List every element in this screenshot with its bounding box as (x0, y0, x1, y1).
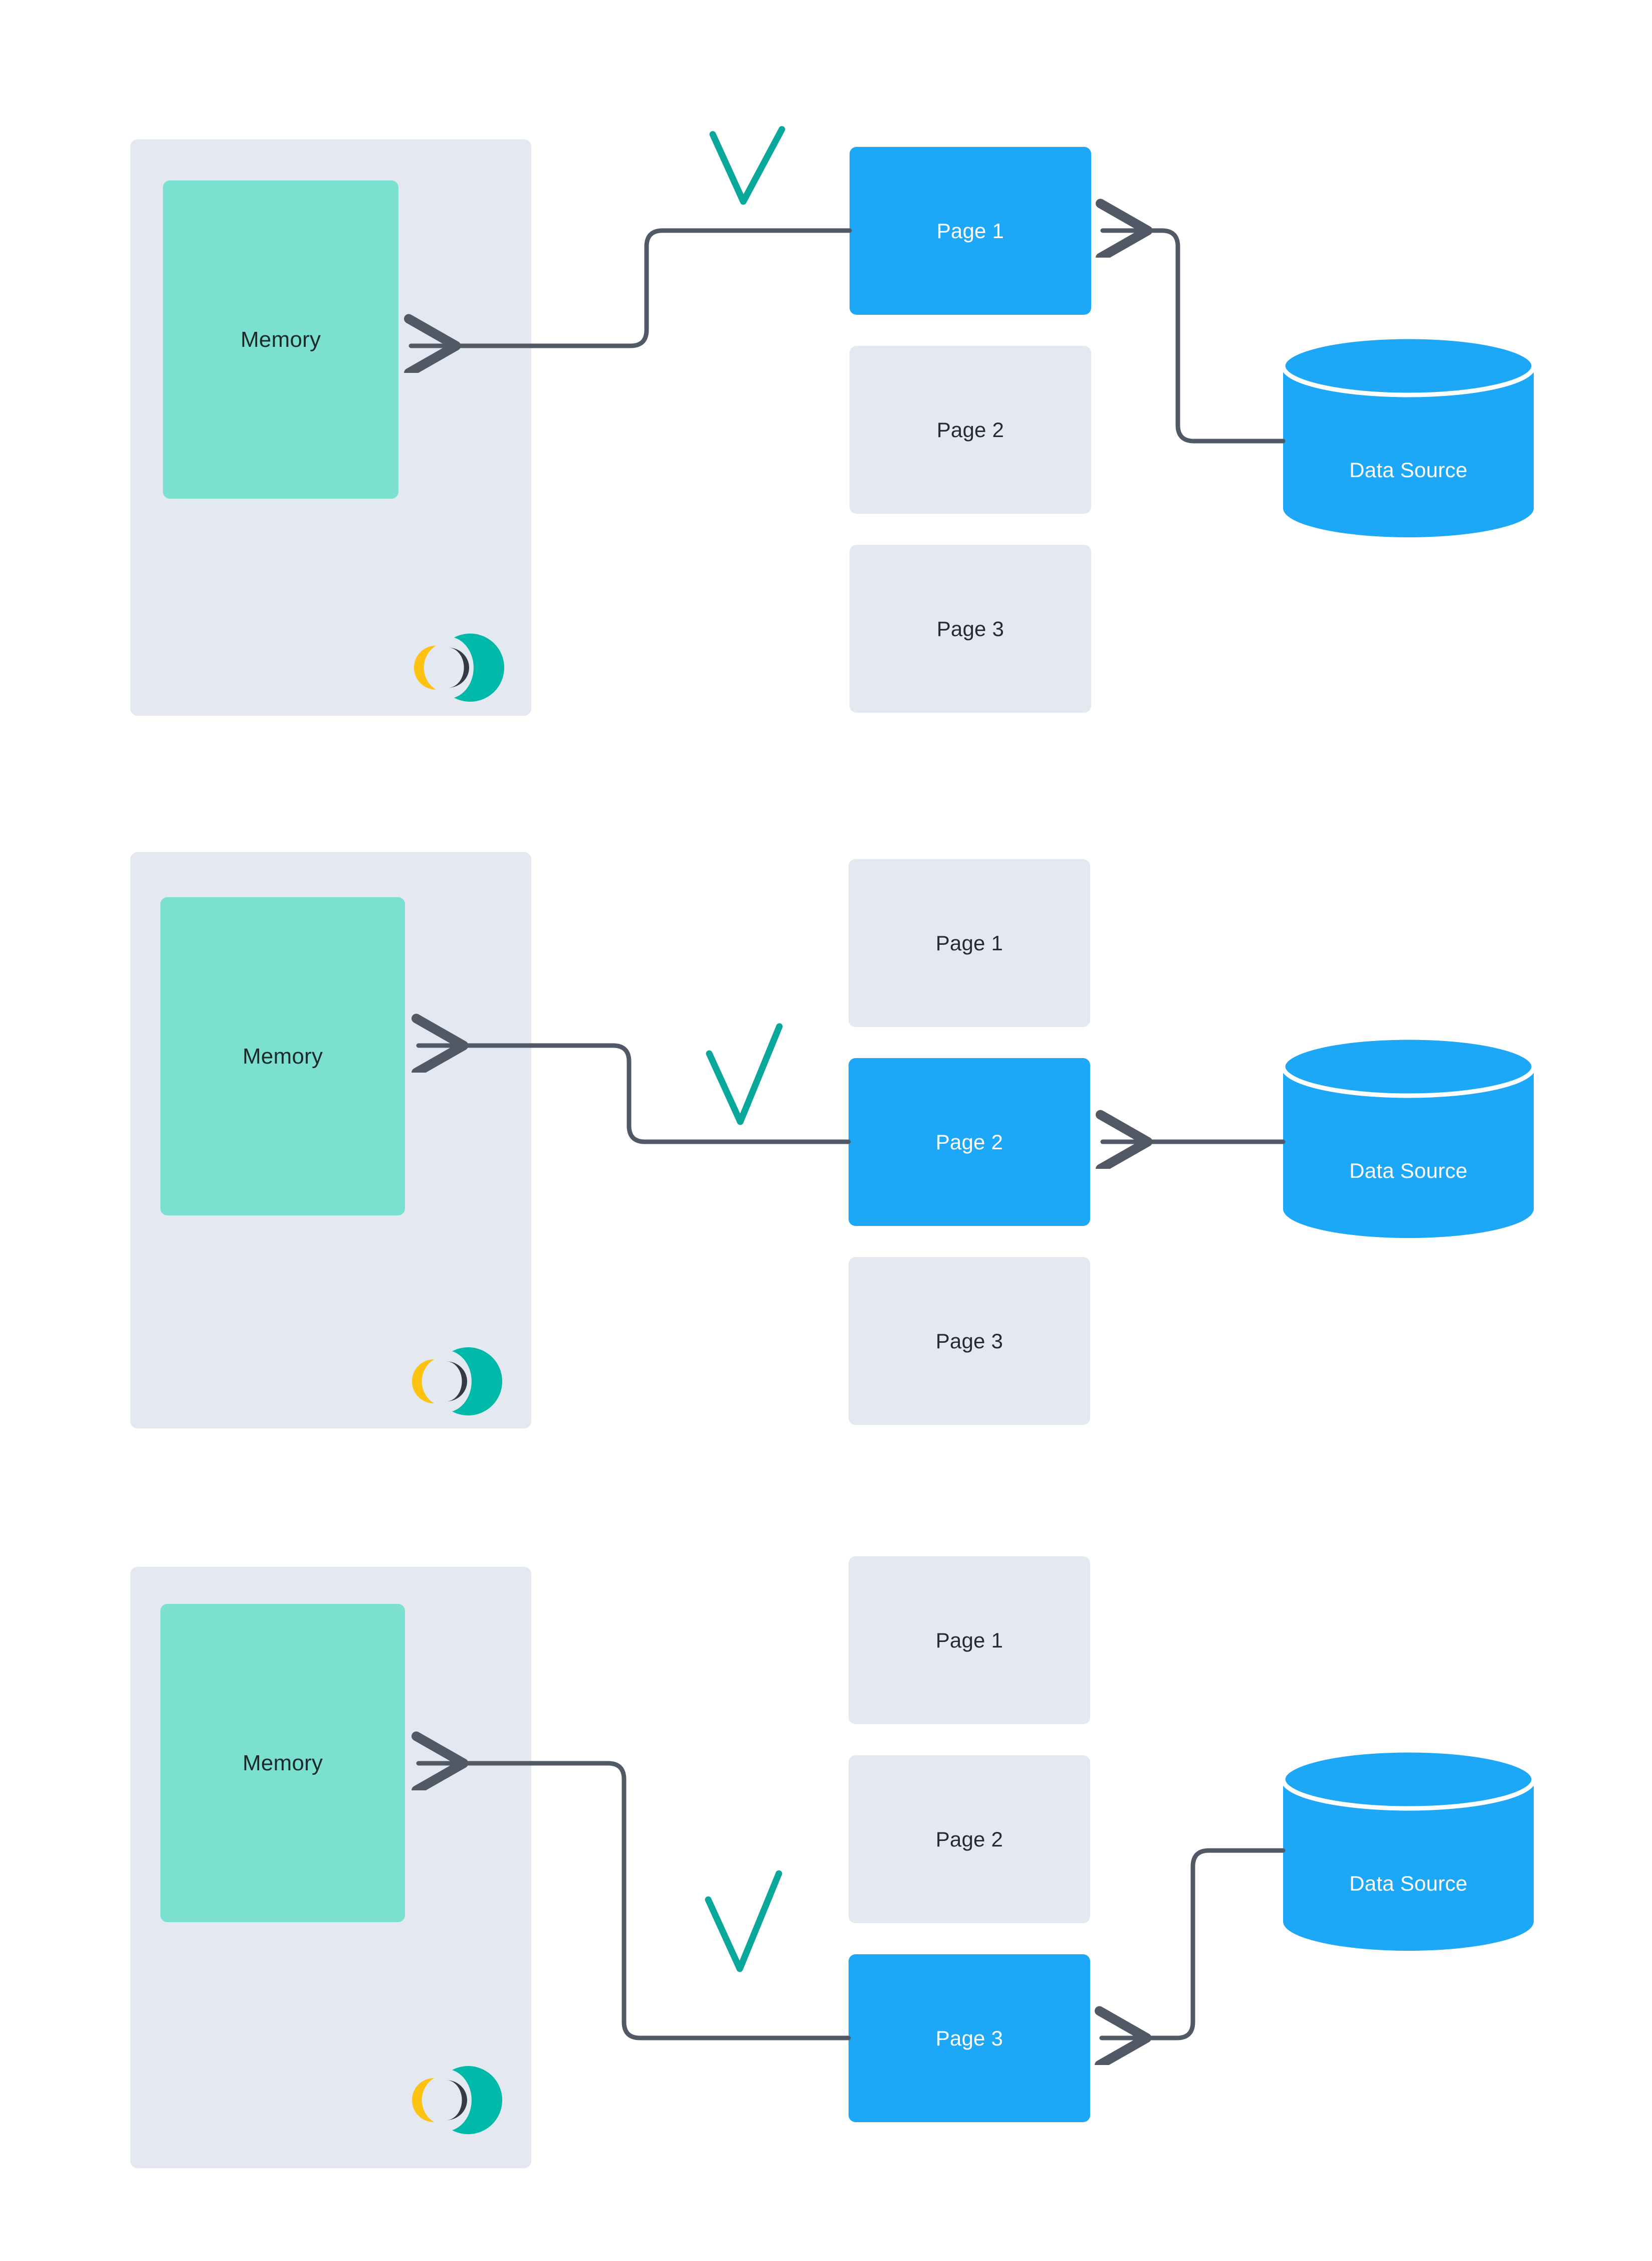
data-source-label-3: Data Source (1349, 1872, 1468, 1895)
data-source-label-2: Data Source (1349, 1159, 1468, 1182)
connector-source-to-page-3 (1102, 1848, 1286, 2038)
page-box-3-3[interactable]: Page 3 (849, 1954, 1090, 2122)
page-box-3-1[interactable]: Page 1 (849, 1556, 1090, 1724)
data-source-2[interactable]: Data Source (1281, 1035, 1536, 1238)
page-box-2-3[interactable]: Page 3 (849, 1257, 1090, 1425)
page-box-2-2[interactable]: Page 2 (849, 1058, 1090, 1226)
page-box-1-1[interactable]: Page 1 (850, 147, 1091, 315)
check-mark-3 (705, 1870, 782, 1972)
page-label-2-1: Page 1 (935, 931, 1003, 955)
page-label-3-3: Page 3 (935, 2026, 1003, 2050)
cylinder-top-3 (1281, 1748, 1536, 1811)
page-label-2-3: Page 3 (935, 1329, 1003, 1353)
data-source-1[interactable]: Data Source (1281, 334, 1536, 537)
memory-box-3[interactable]: Memory (160, 1604, 405, 1922)
page-label-2-2: Page 2 (935, 1130, 1003, 1154)
check-mark-2 (706, 1023, 783, 1125)
memory-label-3: Memory (242, 1750, 323, 1775)
connector-source-to-page-1 (1103, 231, 1286, 444)
page-box-2-1[interactable]: Page 1 (849, 859, 1090, 1027)
page-label-1-1: Page 1 (936, 219, 1004, 243)
page-label-1-3: Page 3 (936, 616, 1004, 641)
cylinder-top-1 (1281, 334, 1536, 397)
page-box-3-2[interactable]: Page 2 (849, 1755, 1090, 1923)
page-label-1-2: Page 2 (936, 418, 1004, 442)
data-source-label-1: Data Source (1349, 458, 1468, 482)
page-label-3-2: Page 2 (935, 1827, 1003, 1851)
cylinder-body-3 (1283, 1779, 1534, 1951)
memory-box-1[interactable]: Memory (163, 180, 398, 499)
cylinder-body-2 (1283, 1067, 1534, 1238)
memory-label-2: Memory (242, 1044, 323, 1069)
page-box-1-3[interactable]: Page 3 (850, 545, 1091, 713)
page-box-1-2[interactable]: Page 2 (850, 346, 1091, 514)
memory-box-2[interactable]: Memory (160, 897, 405, 1215)
data-source-3[interactable]: Data Source (1281, 1748, 1536, 1951)
check-mark-1 (709, 126, 785, 205)
page-label-3-1: Page 1 (935, 1628, 1003, 1652)
cylinder-body-1 (1283, 366, 1534, 537)
memory-label-1: Memory (240, 327, 321, 352)
cylinder-top-2 (1281, 1035, 1536, 1098)
